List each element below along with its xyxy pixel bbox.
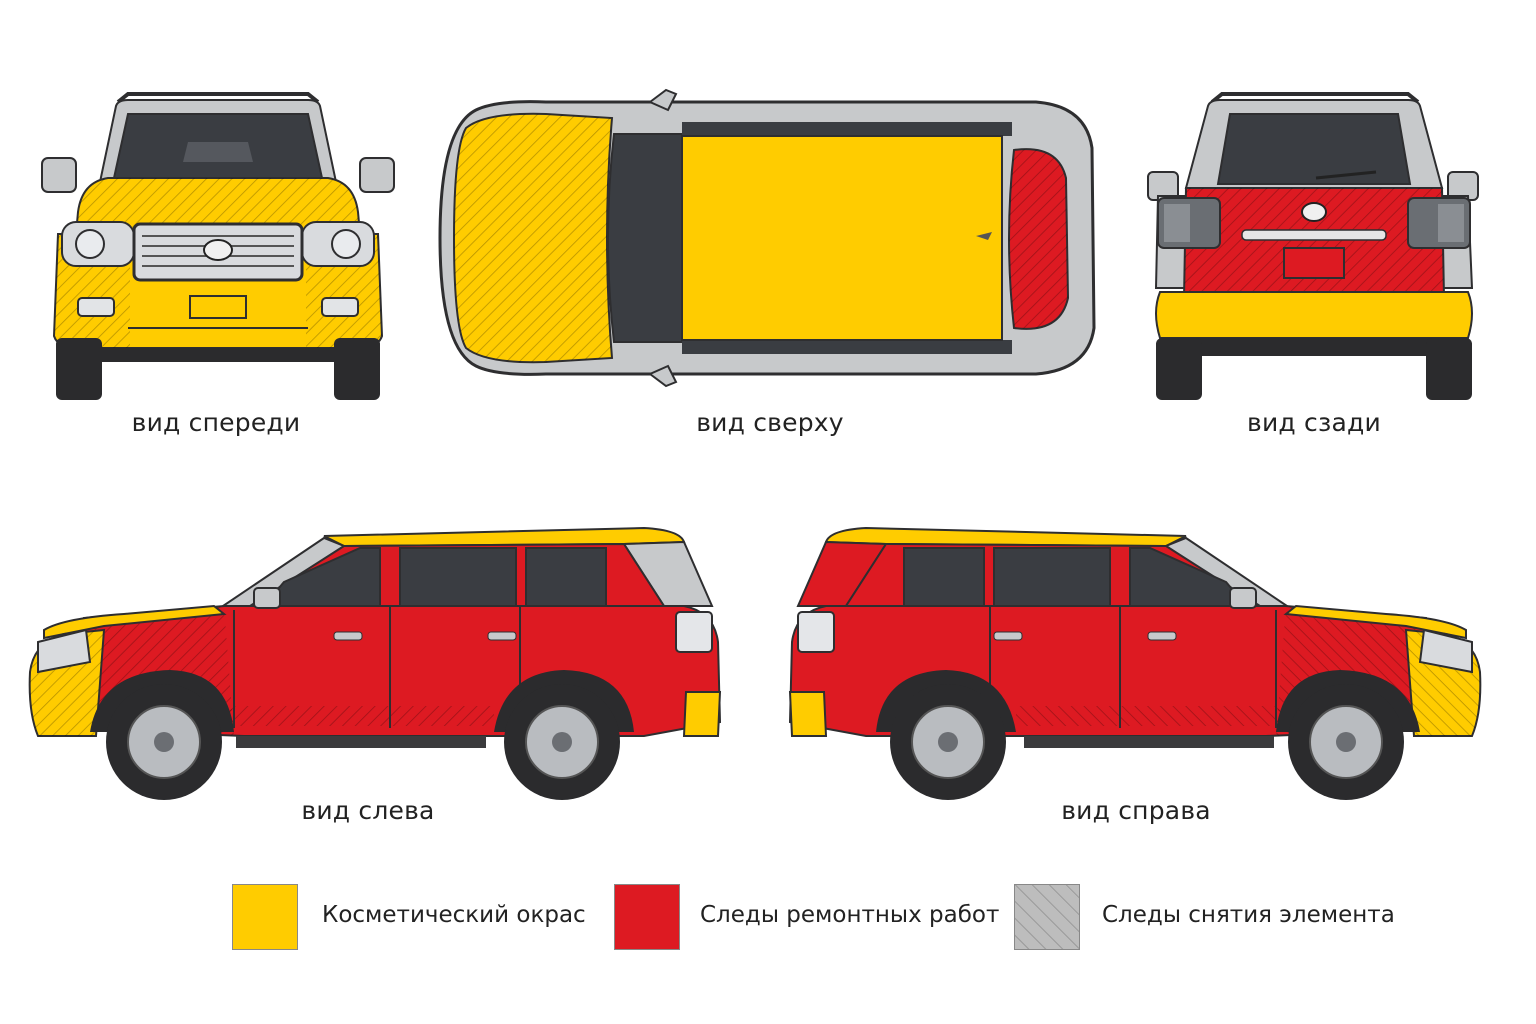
- top-view: [436, 88, 1100, 388]
- top-windshield: [607, 133, 683, 343]
- front-mirror-right: [359, 157, 395, 193]
- right-wheel-rear: [890, 684, 1006, 800]
- left-mirror: [253, 587, 281, 609]
- rear-bumper: [1155, 291, 1473, 339]
- left-headlight: [37, 628, 92, 674]
- legend-swatch-cosmetic: [232, 884, 298, 950]
- top-mirror-left: [648, 88, 678, 112]
- left-wheel-rear: [504, 684, 620, 800]
- legend-label-repair: Следы ремонтных работ: [700, 902, 1000, 928]
- right-view-caption: вид справа: [1061, 796, 1211, 825]
- left-wheel-front: [106, 684, 222, 800]
- left-rear-bumper: [682, 691, 722, 737]
- front-view-caption: вид спереди: [131, 408, 301, 437]
- left-taillight: [675, 611, 713, 653]
- left-window-rear: [525, 547, 607, 607]
- rear-view: [1146, 92, 1482, 404]
- top-mirror-right: [648, 364, 678, 388]
- left-hood: [43, 604, 227, 640]
- top-roof: [681, 135, 1003, 341]
- front-mirror-left: [41, 157, 77, 193]
- rear-plate: [1283, 247, 1345, 279]
- right-mirror: [1229, 587, 1257, 609]
- legend-swatch-removed: [1014, 884, 1080, 950]
- right-taillight: [797, 611, 835, 653]
- right-rear-bumper: [788, 691, 828, 737]
- rear-window: [1216, 113, 1412, 185]
- front-plate: [189, 295, 247, 319]
- left-view-caption: вид слева: [301, 796, 435, 825]
- right-window-rear: [903, 547, 985, 607]
- rear-view-caption: вид сзади: [1247, 408, 1381, 437]
- left-window-middle: [399, 547, 517, 607]
- right-headlight: [1418, 628, 1473, 674]
- right-view: [786, 522, 1486, 804]
- toyota-logo-icon: [203, 239, 233, 261]
- legend-swatch-repair: [614, 884, 680, 950]
- top-view-caption: вид сверху: [696, 408, 844, 437]
- rear-tire-right: [1426, 338, 1472, 400]
- rear-logo-icon: [1301, 202, 1327, 222]
- right-window-middle: [993, 547, 1111, 607]
- front-tire-right: [334, 338, 380, 400]
- legend-label-cosmetic: Косметический окрас: [322, 902, 586, 928]
- rear-tire-left: [1156, 338, 1202, 400]
- right-hood: [1283, 604, 1467, 640]
- front-view: [38, 92, 398, 404]
- legend-label-removed: Следы снятия элемента: [1102, 902, 1395, 928]
- left-view: [24, 522, 724, 804]
- right-wheel-front: [1288, 684, 1404, 800]
- front-tire-left: [56, 338, 102, 400]
